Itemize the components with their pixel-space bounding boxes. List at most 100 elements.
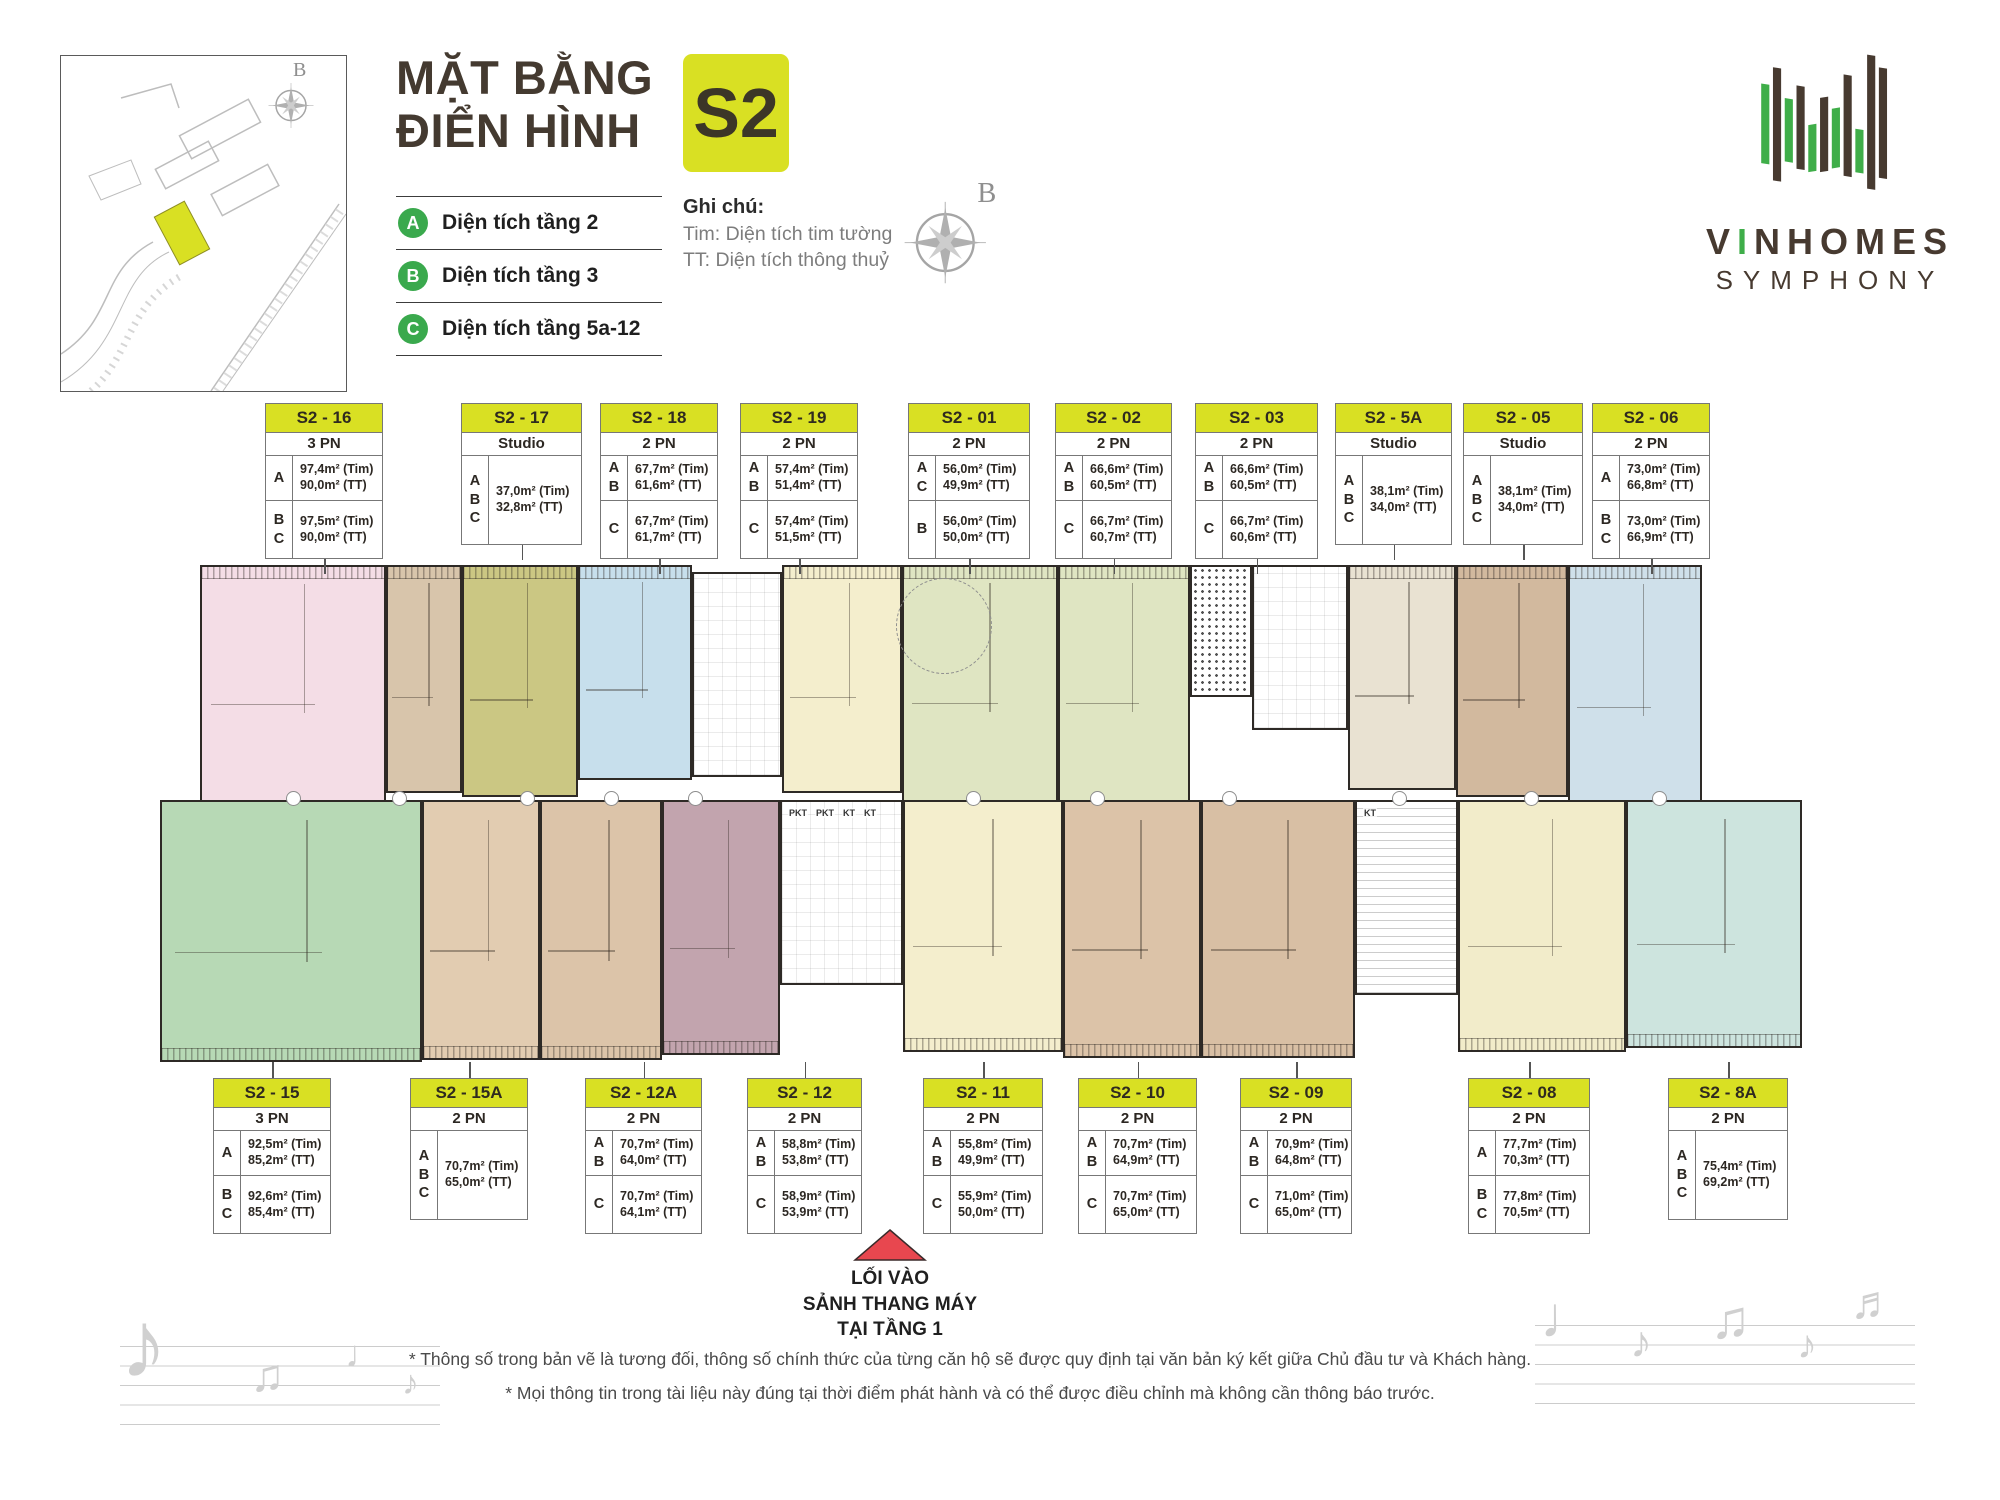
unit-id-badge: S2 - 10 — [1078, 1078, 1197, 1107]
area-tt: 64,1m² (TT) — [620, 1204, 687, 1219]
area-tim: 70,7m² (Tim) — [1113, 1137, 1187, 1152]
compass: B — [898, 178, 1002, 292]
unit-type: 2 PN — [747, 1107, 862, 1131]
area-values: 70,7m² (Tim)64,1m² (TT) — [613, 1176, 701, 1233]
area-tt: 51,5m² (TT) — [775, 529, 842, 544]
plan-unit-s2-03 — [1058, 565, 1190, 803]
plan-unit-s2-10 — [1063, 800, 1201, 1058]
area-values: 55,8m² (Tim)49,9m² (TT) — [951, 1131, 1042, 1175]
area-keys: A B — [586, 1131, 613, 1175]
area-tim: 75,4m² (Tim) — [1703, 1159, 1777, 1174]
brand-logo-icon — [1761, 54, 1888, 190]
area-values: 66,7m² (Tim)60,7m² (TT) — [1083, 501, 1171, 558]
legend-item-b: B Diện tích tầng 3 — [396, 249, 662, 302]
unit-type: 2 PN — [410, 1107, 528, 1131]
unit-id-badge: S2 - 12 — [747, 1078, 862, 1107]
brand-name-part: V — [1705, 221, 1737, 262]
unit-id-badge: S2 - 18 — [600, 403, 718, 432]
legend: A Diện tích tầng 2 B Diện tích tầng 3 C … — [396, 196, 662, 356]
area-tim: 73,0m² (Tim) — [1627, 513, 1701, 528]
area-tim: 70,7m² (Tim) — [620, 1188, 694, 1203]
map-compass-icon — [268, 83, 314, 128]
plan-unit-s2-16 — [200, 565, 386, 805]
brand-logo: VINHOMES SYMPHONY — [1690, 40, 1970, 296]
leader-line — [983, 1062, 985, 1078]
area-keys: A B C — [462, 456, 489, 544]
area-tt: 65,0m² (TT) — [445, 1175, 512, 1189]
area-tt: 34,0m² (TT) — [1498, 500, 1565, 514]
area-values: 92,5m² (Tim)85,2m² (TT) — [241, 1131, 330, 1175]
area-tim: 38,1m² (Tim) — [1370, 484, 1444, 499]
unit-type: 2 PN — [923, 1107, 1043, 1131]
area-values: 67,7m² (Tim)61,6m² (TT) — [628, 456, 717, 500]
map-compass-label: B — [293, 59, 306, 81]
area-keys: A B C — [411, 1131, 438, 1219]
area-tim: 70,7m² (Tim) — [1113, 1188, 1187, 1203]
area-tt: 51,4m² (TT) — [775, 478, 842, 492]
leader-line — [521, 545, 523, 560]
plan-unit-s2-08 — [1458, 800, 1626, 1052]
area-tt: 90,0m² (TT) — [300, 478, 367, 492]
area-tt: 53,9m² (TT) — [782, 1204, 849, 1219]
leader-line — [799, 559, 801, 574]
brand-subname: SYMPHONY — [1715, 265, 1945, 295]
area-values: 77,8m² (Tim)70,5m² (TT) — [1496, 1176, 1589, 1233]
unit-type: 2 PN — [1668, 1107, 1788, 1131]
legend-letter-icon: B — [398, 261, 428, 291]
area-tt: 49,9m² (TT) — [943, 478, 1010, 492]
area-tim: 70,7m² (Tim) — [445, 1159, 519, 1174]
compass-icon: B — [904, 178, 996, 284]
entrance-line1: LỐI VÀO — [850, 1268, 930, 1289]
area-tim: 73,0m² (Tim) — [1627, 462, 1701, 477]
area-keys: C — [601, 501, 628, 558]
area-tim: 70,7m² (Tim) — [620, 1137, 694, 1152]
unit-type: 3 PN — [265, 432, 383, 456]
area-keys: A B — [1056, 456, 1083, 500]
unit-type: 2 PN — [1055, 432, 1172, 456]
area-keys: A B — [741, 456, 768, 500]
area-tt: 34,0m² (TT) — [1370, 500, 1437, 514]
area-tim: 71,0m² (Tim) — [1275, 1188, 1349, 1203]
area-keys: A B C — [1336, 456, 1363, 544]
page-title-line2: ĐIỂN HÌNH — [396, 103, 641, 157]
area-values: 67,7m² (Tim)61,7m² (TT) — [628, 501, 717, 558]
area-values: 70,7m² (Tim)64,9m² (TT) — [1106, 1131, 1196, 1175]
leader-line — [1529, 1062, 1531, 1078]
area-row: A B C 70,7m² (Tim)65,0m² (TT) — [411, 1131, 527, 1219]
area-keys: C — [1196, 501, 1223, 558]
seam-marker — [1652, 791, 1667, 806]
area-values: 70,9m² (Tim)64,8m² (TT) — [1268, 1131, 1351, 1175]
legend-label: Diện tích tầng 5a-12 — [442, 317, 641, 340]
area-tt: 85,2m² (TT) — [248, 1153, 315, 1167]
building-badge: S2 — [683, 54, 789, 172]
unit-type: 2 PN — [1592, 432, 1710, 456]
unit-type: 2 PN — [600, 432, 718, 456]
area-tt: 66,8m² (TT) — [1627, 478, 1694, 492]
music-note-icon: ♪ — [1630, 1318, 1652, 1367]
unit-type: Studio — [1463, 432, 1583, 456]
area-tt: 65,0m² (TT) — [1113, 1204, 1180, 1219]
plan-unit-s2-15 — [160, 800, 422, 1062]
notes-line-tim: Tim: Diện tích tim tường — [683, 223, 893, 245]
unit-type: 3 PN — [213, 1107, 331, 1131]
